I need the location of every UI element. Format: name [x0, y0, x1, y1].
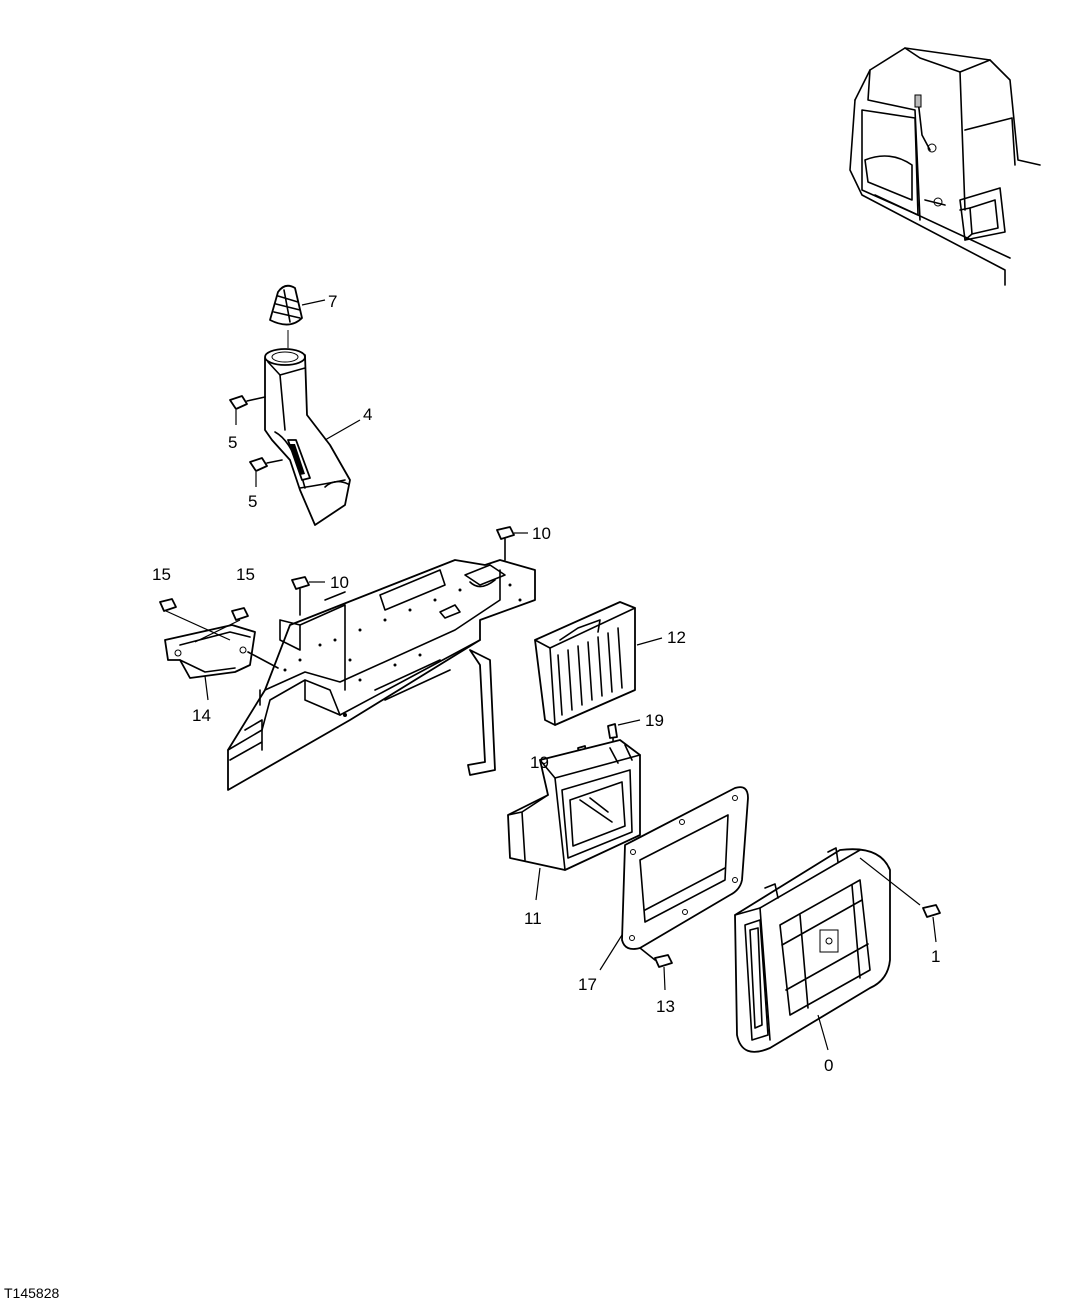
main-duct-assembly: [227, 559, 536, 791]
callout-11: 11: [524, 909, 542, 928]
callout-0: 0: [824, 1056, 833, 1075]
callout-5: 5: [248, 492, 257, 511]
part-0-cover: [734, 847, 921, 1053]
callout-7: 7: [328, 292, 337, 311]
part-10-bolts: [291, 526, 528, 616]
part-7-knob: [269, 284, 326, 348]
callout-10: 10: [330, 573, 349, 592]
callout-14: 14: [192, 706, 211, 725]
callout-4: 4: [363, 405, 372, 424]
callout-1: 1: [931, 947, 940, 966]
part-11-duct-housing: [507, 739, 641, 901]
callouts: 7 4 5 5 10 10 15 15 14 12 19 19 11 1 17 …: [152, 292, 940, 1075]
callout-17: 17: [578, 975, 597, 994]
callout-15: 15: [152, 565, 171, 584]
part-1-bolt: [922, 904, 941, 943]
cab-location-inset: [849, 47, 1041, 286]
callout-12: 12: [667, 628, 686, 647]
callout-10: 10: [532, 524, 551, 543]
part-12-filter: [534, 601, 663, 726]
part-4-lever-housing: [264, 348, 361, 526]
callout-19: 19: [645, 711, 664, 730]
callout-5: 5: [228, 433, 237, 452]
callout-19: 19: [530, 753, 549, 772]
part-5-bolts: [229, 395, 283, 487]
part-13-bolt: [639, 947, 673, 991]
callout-15: 15: [236, 565, 255, 584]
part-15-nuts: [159, 598, 249, 643]
part-17-gasket: [599, 786, 749, 971]
callout-13: 13: [656, 997, 675, 1016]
rivet-dots: [283, 583, 522, 717]
figure-id: T145828: [4, 1285, 59, 1301]
